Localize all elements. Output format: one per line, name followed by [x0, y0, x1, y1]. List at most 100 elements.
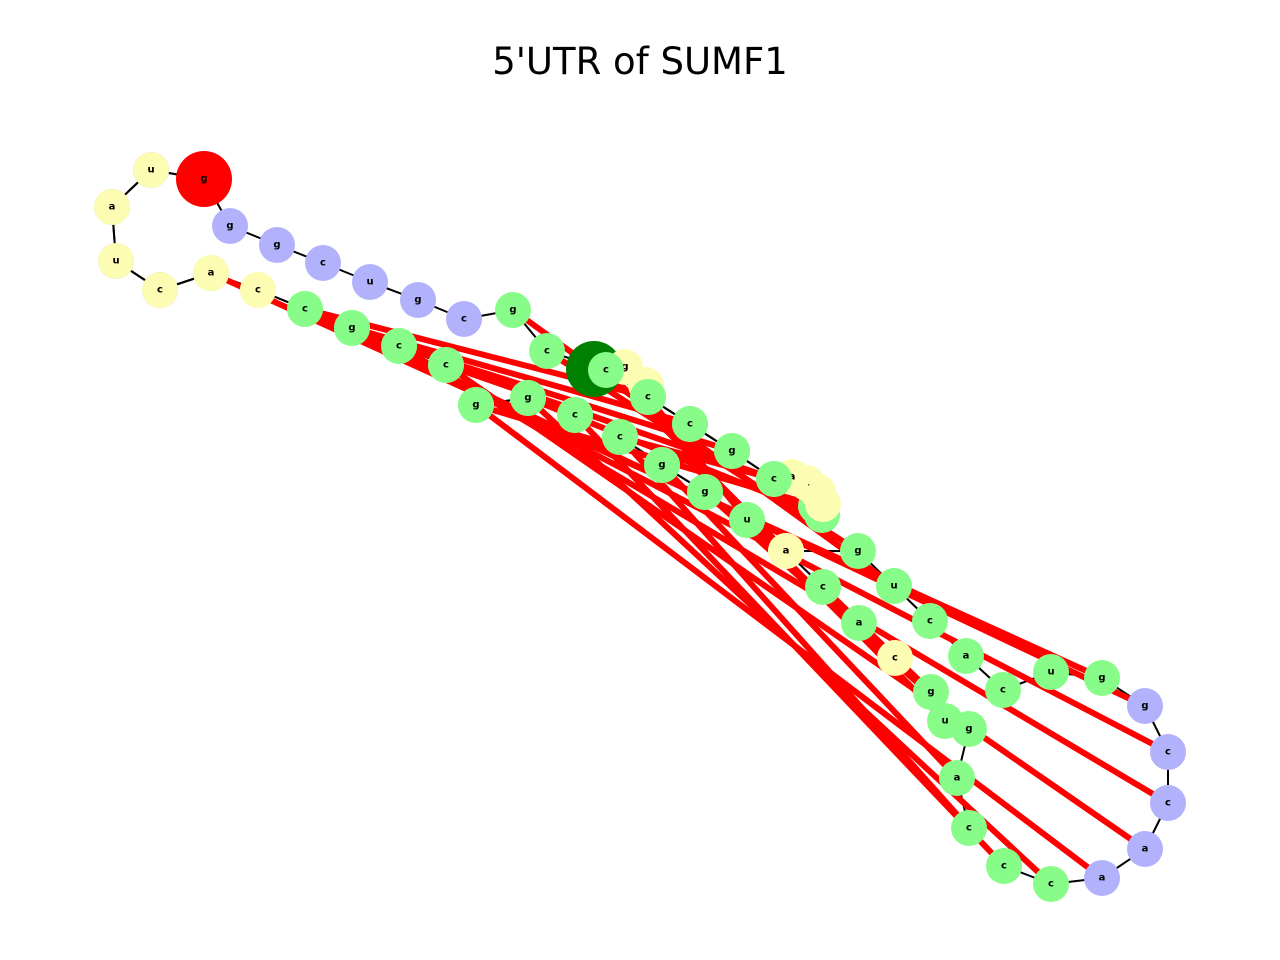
- nucleotide-label: c: [687, 419, 693, 430]
- nucleotide-circle: [240, 272, 276, 308]
- nucleotide-circle: [602, 419, 638, 455]
- nucleotide-circle: [94, 189, 130, 225]
- nucleotide-71: g: [644, 447, 680, 483]
- nucleotide-label: c: [1000, 685, 1006, 696]
- nucleotide-circle: [644, 447, 680, 483]
- base-pair-layer: [209, 270, 1170, 887]
- nucleotide-83: u: [98, 243, 134, 279]
- nucleotide-75: g: [458, 387, 494, 423]
- nucleotide-circle: [334, 310, 370, 346]
- nucleotide-73: c: [557, 397, 593, 433]
- nucleotide-circle: [714, 433, 750, 469]
- nucleotide-circle: [841, 605, 877, 641]
- nucleotide-label: c: [1048, 879, 1054, 890]
- nucleotide-circle: [557, 397, 593, 433]
- nucleotide-21: c: [446, 301, 482, 337]
- nucleotide-label: c: [443, 360, 449, 371]
- nucleotide-circle: [305, 245, 341, 281]
- nucleotide-circle: [939, 760, 975, 796]
- nucleotide-label: g: [621, 362, 628, 373]
- nucleotide-61: g: [1084, 660, 1120, 696]
- nucleotide-label: c: [820, 582, 826, 593]
- nucleotide-circle: [630, 379, 666, 415]
- diagram-title: 5'UTR of SUMF1: [492, 40, 788, 83]
- nucleotide-label: u: [941, 716, 948, 727]
- nucleotide-label: a: [954, 773, 961, 784]
- nucleotide-label: g: [1098, 673, 1105, 684]
- nucleotide-label: u: [890, 581, 897, 592]
- nucleotide-label: c: [645, 392, 651, 403]
- nucleotide-label: c: [572, 410, 578, 421]
- nucleotide-label: g: [414, 295, 421, 306]
- nucleotide-15: g: [714, 433, 750, 469]
- nucleotide-circle: [805, 569, 841, 605]
- nucleotide-48: c: [877, 640, 913, 676]
- nucleotide-58: c: [1150, 785, 1186, 821]
- nucleotide-circle: [1033, 866, 1069, 902]
- nucleotide-circle: [259, 227, 295, 263]
- nucleotide-circle: [912, 603, 948, 639]
- nucleotide-label: c: [544, 346, 550, 357]
- nucleotide-circle: [352, 264, 388, 300]
- nucleotide-label: g: [509, 305, 516, 316]
- nucleotide-circle: [133, 152, 169, 188]
- nucleotide-label: c: [1001, 861, 1007, 872]
- nucleotide-72: c: [602, 419, 638, 455]
- nucleotide-60: g: [1127, 688, 1163, 724]
- nucleotide-label: u: [1047, 667, 1054, 678]
- nucleotide-label: c: [966, 823, 972, 834]
- nucleotide-circle: [1084, 660, 1120, 696]
- nucleotide-label: c: [255, 285, 261, 296]
- nucleotide-label: g: [927, 687, 934, 698]
- nucleotide-circle: [287, 291, 323, 327]
- nucleotide-circle: [510, 380, 546, 416]
- nucleotide-79: c: [287, 291, 323, 327]
- nucleotide-label: c: [320, 258, 326, 269]
- nucleotide-47: a: [841, 605, 877, 641]
- nucleotide-81: a: [193, 255, 229, 291]
- nucleotide-label: a: [1099, 873, 1106, 884]
- nucleotide-63: c: [985, 672, 1021, 708]
- nucleotide-62: u: [1033, 654, 1069, 690]
- nucleotide-label: c: [892, 653, 898, 664]
- nucleotide-18: c: [588, 352, 624, 388]
- nucleotide-label: a: [783, 546, 790, 557]
- nucleotide-65: c: [912, 603, 948, 639]
- nucleotide-label: c: [927, 616, 933, 627]
- nucleotide-circle: [951, 711, 987, 747]
- nucleotide-circle: [428, 347, 464, 383]
- nucleotide-77: c: [381, 328, 417, 364]
- nucleotide-20: g: [495, 292, 531, 328]
- nucleotide-circle: [381, 328, 417, 364]
- nucleotide-label: g: [524, 393, 531, 404]
- nucleotide-label: g: [728, 446, 735, 457]
- nucleotide-69: u: [729, 502, 765, 538]
- nucleotide-64: a: [948, 638, 984, 674]
- nucleotide-label: a: [208, 268, 215, 279]
- nucleotide-70: g: [687, 474, 723, 510]
- nucleotide-circle: [1150, 785, 1186, 821]
- nucleotide-label: c: [396, 341, 402, 352]
- nucleotide-17: c: [630, 379, 666, 415]
- nucleotide-label: u: [147, 165, 154, 176]
- nucleotide-circle: [1127, 688, 1163, 724]
- nucleotide-label: u: [743, 515, 750, 526]
- nucleotide-circle: [176, 151, 232, 207]
- nucleotide-85: u: [133, 152, 169, 188]
- nucleotide-76: c: [428, 347, 464, 383]
- nucleotide-84: a: [94, 189, 130, 225]
- nucleotide-label: g: [658, 460, 665, 471]
- nucleotide-circle: [1127, 831, 1163, 867]
- nucleotide-25: g: [259, 227, 295, 263]
- nucleotide-66: u: [876, 568, 912, 604]
- nucleotide-label: a: [1142, 844, 1149, 855]
- nucleotide-circle: [729, 502, 765, 538]
- nucleotide-52: a: [939, 760, 975, 796]
- nucleotide-circle: [193, 255, 229, 291]
- nucleotide-label: c: [157, 285, 163, 296]
- nucleotide-label: g: [1141, 701, 1148, 712]
- nucleotide-57: a: [1127, 831, 1163, 867]
- nucleotide-label: g: [965, 724, 972, 735]
- nucleotide-circle: [529, 333, 565, 369]
